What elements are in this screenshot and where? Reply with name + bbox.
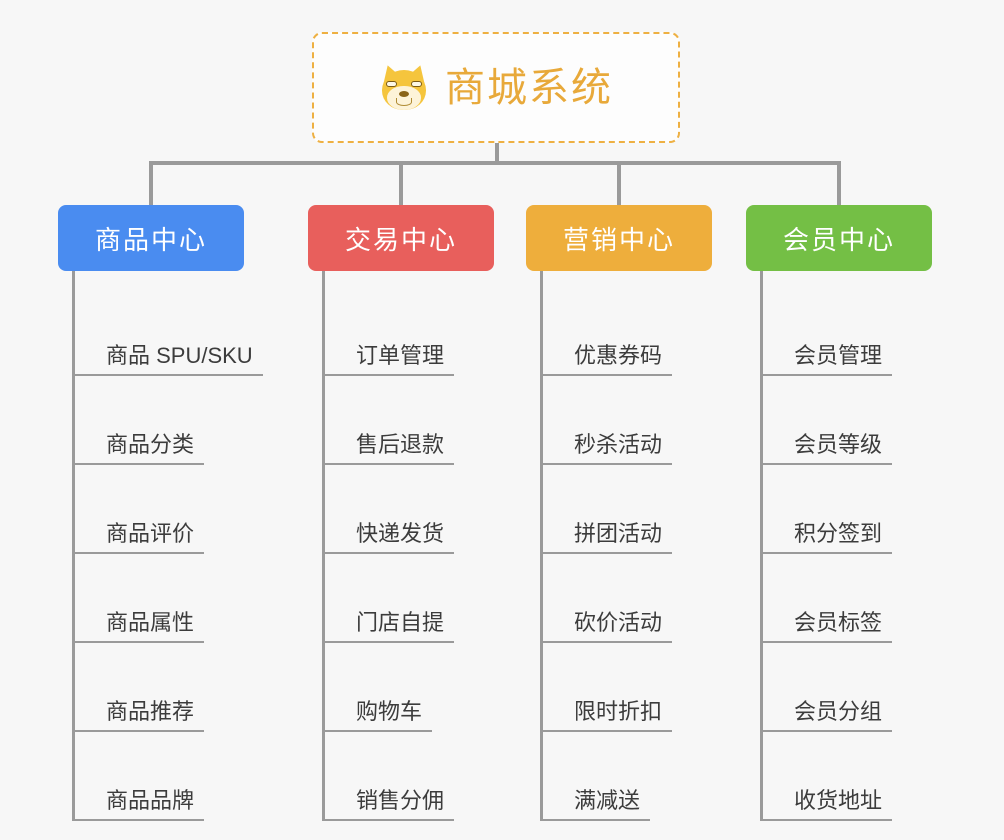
leaf-rule [540,730,673,732]
shiba-dog-face-icon [379,62,429,113]
list-item[interactable]: 会员等级 [760,376,942,465]
leaf-rule [760,552,893,554]
branch-column-marketing: 营销中心 优惠券码 秒杀活动 拼团活动 砍价活动 限时折扣 [526,205,722,821]
dog-mouth-icon [396,97,412,106]
branch-header-marketing[interactable]: 营销中心 [526,205,712,271]
leaf-rule [72,641,205,643]
leaf-rule [540,463,673,465]
branch-items-transaction: 订单管理 售后退款 快递发货 门店自提 购物车 销售分佣 [322,271,504,821]
leaf-rule [760,730,893,732]
list-item[interactable]: 商品品牌 [72,732,288,821]
leaf-rule [72,730,205,732]
branch-column-member: 会员中心 会员管理 会员等级 积分签到 会员标签 会员分组 [746,205,942,821]
leaf-rule [760,374,893,376]
list-item[interactable]: 砍价活动 [540,554,722,643]
connector-drop-2 [399,163,403,207]
list-item[interactable]: 商品评价 [72,465,288,554]
dog-eye-left-icon [386,80,397,87]
list-item[interactable]: 会员标签 [760,554,942,643]
root-title: 商城系统 [445,65,613,110]
list-item[interactable]: 商品分类 [72,376,288,465]
branch-spine [540,271,543,821]
connector-trunk [495,143,499,165]
list-item[interactable]: 会员管理 [760,287,942,376]
dog-nose-icon [399,90,409,97]
leaf-rule [322,819,455,821]
leaf-rule [322,374,455,376]
list-item[interactable]: 会员分组 [760,643,942,732]
list-item[interactable]: 限时折扣 [540,643,722,732]
root-node[interactable]: 商城系统 [312,32,680,143]
dog-eye-right-icon [411,80,422,87]
leaf-rule [322,552,455,554]
leaf-rule [322,463,455,465]
branch-header-label: 营销中心 [562,224,675,255]
connector-drop-1 [149,163,153,207]
list-item[interactable]: 拼团活动 [540,465,722,554]
branch-items-marketing: 优惠券码 秒杀活动 拼团活动 砍价活动 限时折扣 满减送 [540,271,722,821]
list-item[interactable]: 订单管理 [322,287,504,376]
list-item[interactable]: 售后退款 [322,376,504,465]
leaf-rule [760,641,893,643]
leaf-rule [760,819,893,821]
list-item[interactable]: 商品推荐 [72,643,288,732]
list-item[interactable]: 积分签到 [760,465,942,554]
leaf-rule [72,819,205,821]
branch-column-transaction: 交易中心 订单管理 售后退款 快递发货 门店自提 购物车 [308,205,504,821]
branch-items-product: 商品 SPU/SKU 商品分类 商品评价 商品属性 商品推荐 商品品牌 [72,271,288,821]
list-item[interactable]: 销售分佣 [322,732,504,821]
leaf-rule [72,463,205,465]
branch-spine [760,271,763,821]
leaf-rule [540,374,673,376]
leaf-rule [72,552,205,554]
connector-drop-4 [837,163,841,207]
connector-drop-3 [617,163,621,207]
leaf-rule [760,463,893,465]
branch-items-member: 会员管理 会员等级 积分签到 会员标签 会员分组 收货地址 [760,271,942,821]
list-item[interactable]: 商品 SPU/SKU [72,287,288,376]
list-item[interactable]: 秒杀活动 [540,376,722,465]
branch-header-product[interactable]: 商品中心 [58,205,244,271]
leaf-rule [322,641,455,643]
branch-column-product: 商品中心 商品 SPU/SKU 商品分类 商品评价 商品属性 商品推荐 [58,205,288,821]
branch-header-label: 会员中心 [782,224,895,255]
list-item[interactable]: 优惠券码 [540,287,722,376]
list-item[interactable]: 购物车 [322,643,504,732]
leaf-rule [72,374,263,376]
list-item[interactable]: 快递发货 [322,465,504,554]
branch-header-member[interactable]: 会员中心 [746,205,932,271]
leaf-rule [540,819,651,821]
branch-spine [72,271,75,821]
leaf-rule [322,730,433,732]
branch-header-label: 商品中心 [94,224,207,255]
leaf-rule [540,552,673,554]
list-item[interactable]: 门店自提 [322,554,504,643]
branch-header-label: 交易中心 [344,224,457,255]
leaf-rule [540,641,673,643]
branch-header-transaction[interactable]: 交易中心 [308,205,494,271]
list-item[interactable]: 商品属性 [72,554,288,643]
list-item[interactable]: 满减送 [540,732,722,821]
list-item[interactable]: 收货地址 [760,732,942,821]
connector-bus [149,161,841,165]
branch-spine [322,271,325,821]
